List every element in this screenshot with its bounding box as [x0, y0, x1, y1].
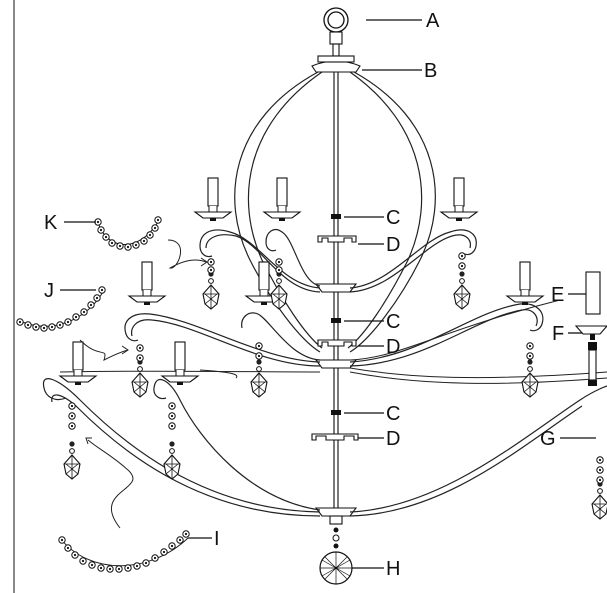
cage-arms: [234, 71, 436, 353]
crystal-4: [131, 358, 149, 398]
label-h: H: [386, 558, 400, 580]
candle-sleeve-part: [585, 271, 601, 315]
candle-middle-right: [506, 261, 544, 306]
leader-lines: [60, 19, 596, 569]
canopy: [311, 55, 361, 73]
label-a: A: [426, 10, 440, 32]
bottom-crystal-ball: [319, 527, 353, 585]
label-k: K: [44, 212, 58, 234]
label-j: J: [44, 280, 54, 302]
crystal-5: [250, 358, 268, 398]
top-ring: [323, 7, 349, 57]
central-stem: [333, 72, 339, 520]
stem-cups: [311, 235, 359, 441]
label-d-upper: D: [386, 234, 400, 256]
middle-arms: [124, 299, 561, 367]
crystal-3: [453, 270, 471, 310]
label-c-lower: C: [386, 403, 400, 425]
label-e: E: [551, 284, 564, 306]
label-g: G: [540, 428, 556, 450]
candle-upper-left: [194, 177, 232, 222]
label-c-middle: C: [386, 311, 400, 333]
candle-middle-left: [128, 261, 166, 306]
crystal-6: [521, 358, 539, 398]
stem-collars: [331, 214, 341, 415]
crystal-9: [591, 480, 607, 520]
label-f: F: [552, 323, 564, 345]
crystal-8: [163, 440, 181, 480]
garland-i: [58, 437, 190, 573]
tier-bowls: [314, 283, 358, 525]
candle-upper-center: [263, 177, 301, 222]
bobeche-part: [574, 325, 607, 386]
label-d-lower: D: [386, 428, 400, 450]
crystal-7: [63, 440, 81, 480]
label-c-upper: C: [386, 207, 400, 229]
label-b: B: [424, 60, 437, 82]
garland-k: [94, 216, 208, 269]
label-i: I: [214, 528, 220, 550]
crystal-1: [202, 270, 220, 310]
label-d-middle: D: [386, 336, 400, 358]
garland-j: [16, 286, 129, 361]
candle-upper-right: [440, 177, 478, 222]
candle-lower-center: [161, 341, 199, 386]
lower-arms: [42, 367, 607, 517]
